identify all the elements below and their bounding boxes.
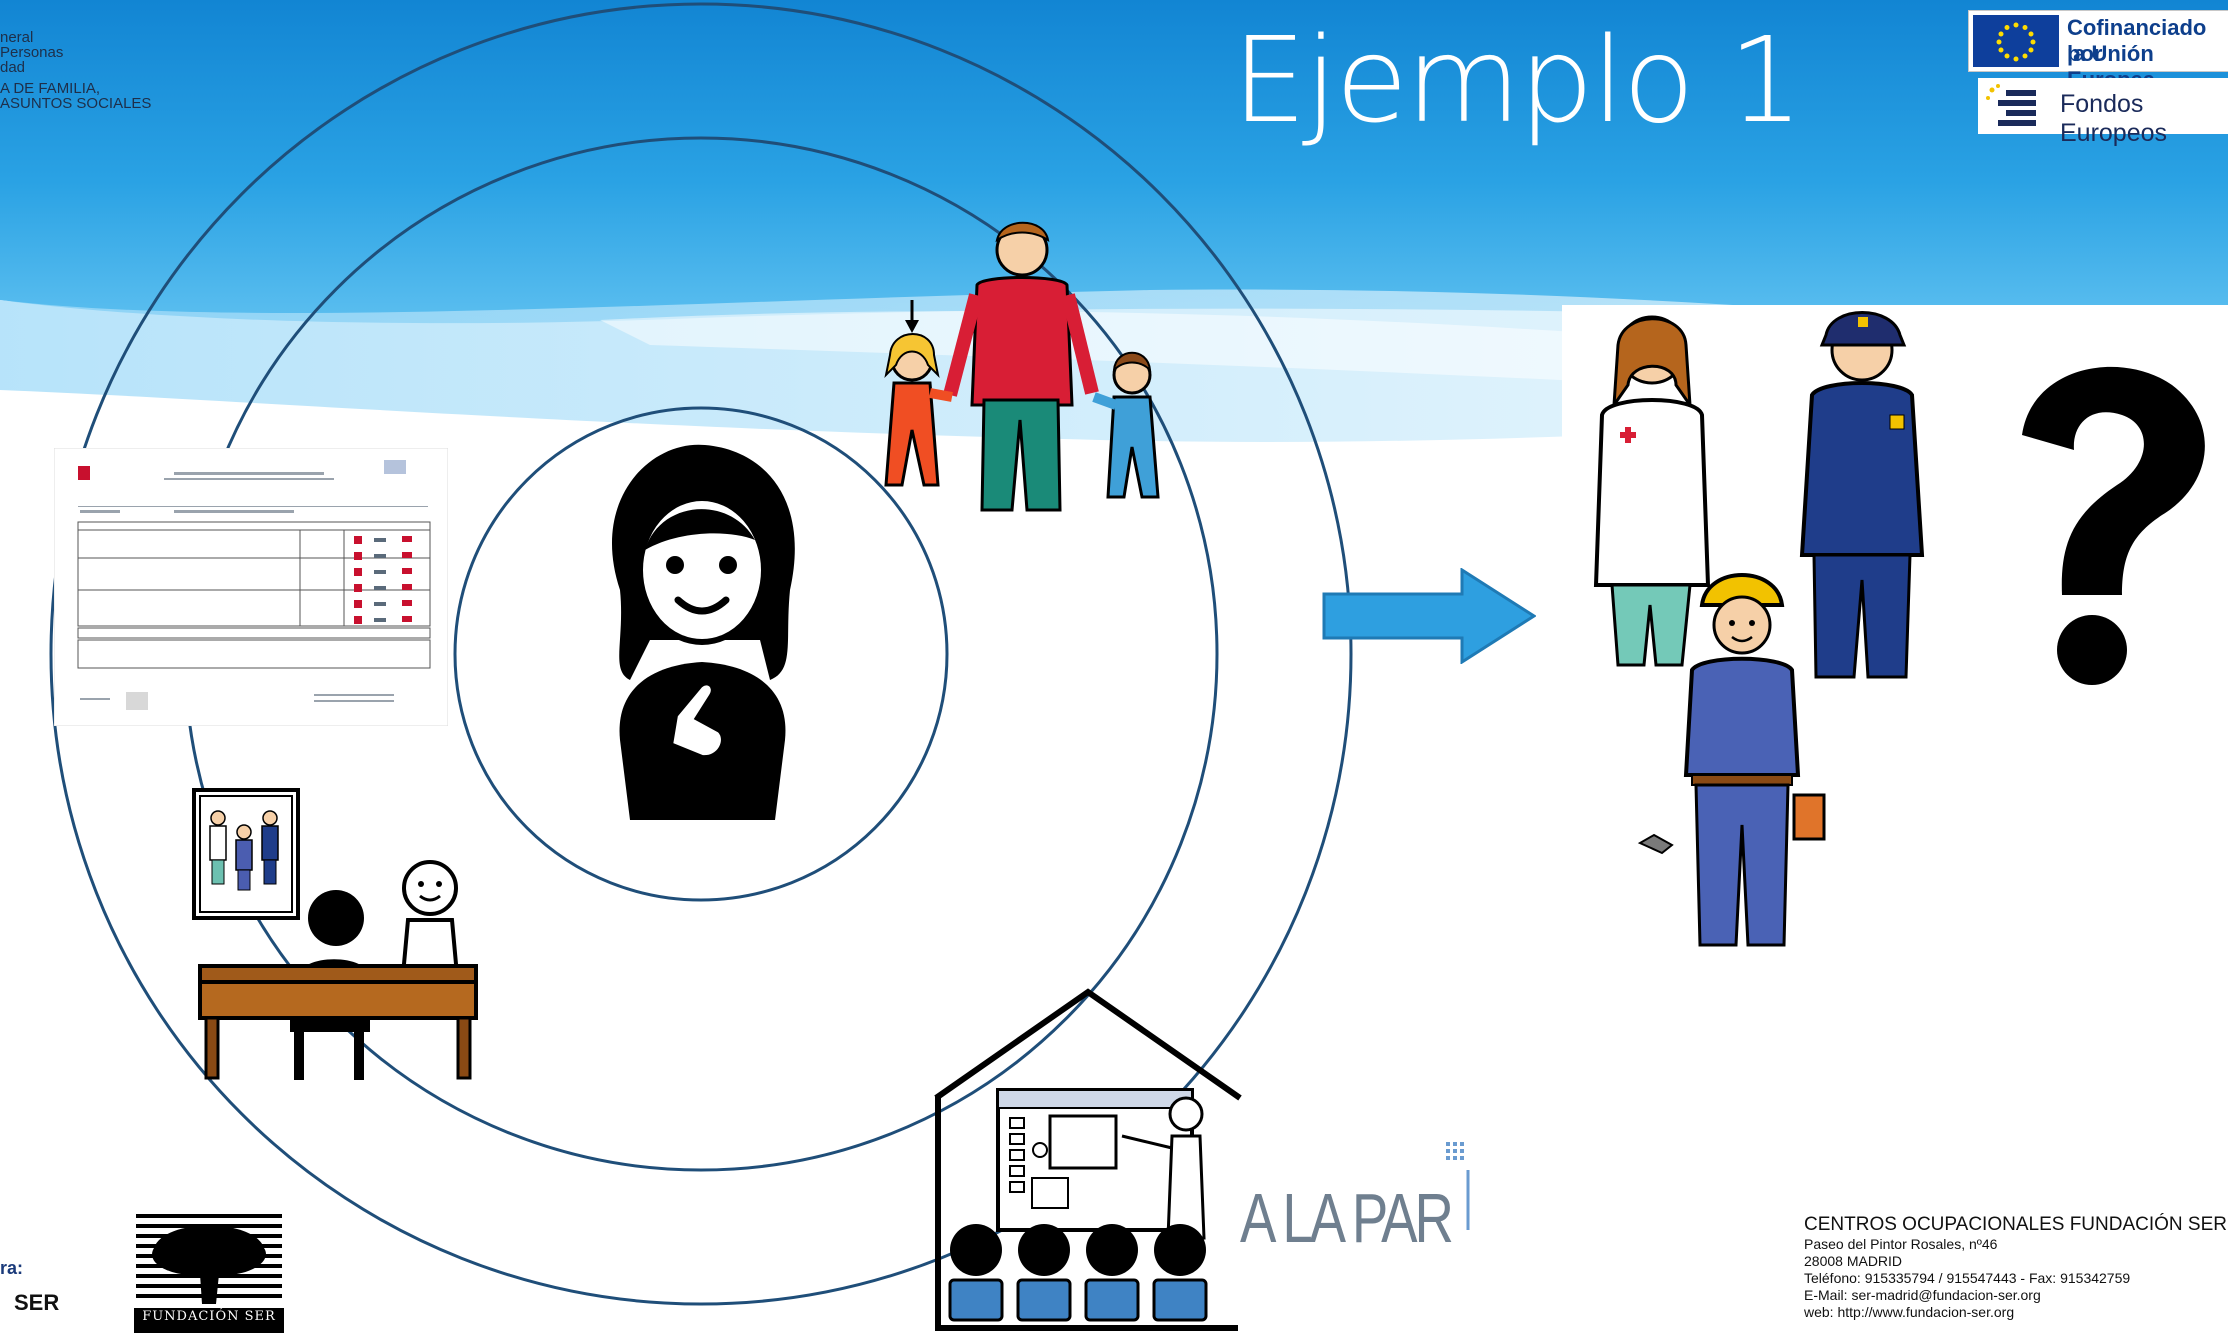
bottom-left-text-2: SER — [14, 1290, 60, 1315]
question-mark-icon — [2022, 366, 2205, 595]
right-arrow-icon — [1322, 568, 1536, 664]
bottom-left-text-1: ra: — [0, 1258, 24, 1278]
woman-pointing-self-icon — [611, 444, 795, 820]
ring-outer — [49, 2, 1353, 1306]
fundacion-ser-logo-label: FUNDACIÓN SER — [142, 1309, 276, 1324]
alapar-logo-text: A LA PAR — [1240, 1179, 1454, 1257]
header-left-text: neral Personas dad A DE FAMILIA, ASUNTOS… — [0, 29, 152, 112]
eu-flag-icon — [1973, 15, 2059, 67]
classroom-icon — [934, 988, 1242, 1331]
fondos-europeos-logo: Fondos Europeos — [1978, 78, 2228, 147]
eu-logo-line1: Cofinanciado por — [2067, 15, 2207, 66]
fondos-europeos-icon — [1986, 84, 2036, 126]
footer-org: CENTROS OCUPACIONALES FUNDACIÓN SER — [1804, 1214, 2227, 1235]
family-icon — [884, 221, 1160, 512]
professions-panel — [1562, 305, 2228, 965]
eu-cofinanced-logo: Cofinanciado por la Unión Europea — [1968, 10, 2228, 92]
footer-phone: Teléfono: 915335794 / 915547443 - Fax: 9… — [1804, 1270, 2131, 1286]
fondos-europeos-label: Fondos Europeos — [2060, 90, 2168, 147]
professions-icon — [1593, 311, 2205, 947]
footer-address: Paseo del Pintor Rosales, nº46 — [1804, 1236, 1998, 1252]
footer-web: web: http://www.fundacion-ser.org — [1804, 1304, 2015, 1320]
footer-contact: CENTROS OCUPACIONALES FUNDACIÓN SER Pase… — [1804, 1214, 2227, 1321]
footer-email: E-Mail: ser-madrid@fundacion-ser.org — [1804, 1287, 2041, 1303]
fundacion-ser-logo — [134, 1208, 284, 1333]
alapar-building-icon — [1446, 1142, 1470, 1230]
ring-inner — [453, 406, 949, 902]
job-interview-icon — [192, 788, 478, 1080]
slide-title: Ejemplo 1 — [1232, 11, 1803, 149]
support-plan-document — [54, 448, 448, 726]
footer-city: 28008 MADRID — [1804, 1253, 1903, 1269]
